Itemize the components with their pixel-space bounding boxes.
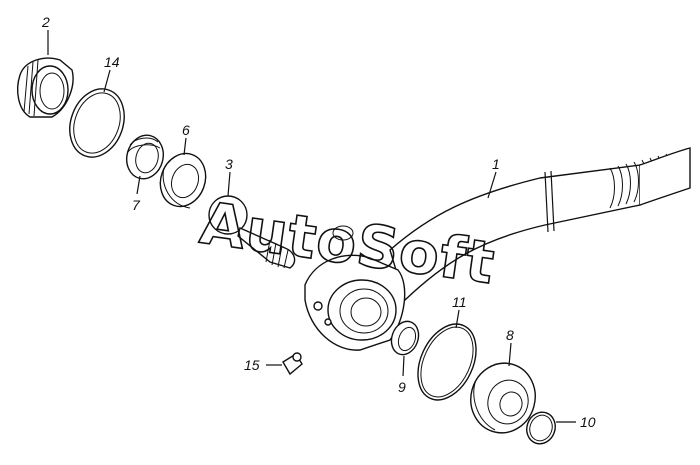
part-10-ring: [526, 411, 556, 445]
label-part-8: 8: [506, 327, 514, 343]
part-1-tube: [304, 147, 691, 351]
label-part-6: 6: [182, 122, 190, 138]
label-part-14: 14: [104, 54, 120, 70]
part-3-ball-pin: [208, 195, 296, 269]
label-part-2: 2: [41, 14, 50, 30]
part-7-spring: [126, 134, 164, 180]
label-part-9: 9: [398, 379, 406, 395]
part-9-small-ring: [390, 320, 420, 356]
label-part-11: 11: [452, 294, 467, 310]
part-11-o-ring: [417, 323, 477, 401]
label-part-3: 3: [225, 156, 233, 172]
label-part-10: 10: [580, 414, 596, 430]
label-part-1: 1: [492, 156, 500, 172]
part-15-grease-nipple: [282, 352, 303, 376]
part-14-ring: [69, 88, 125, 158]
part-8-cover: [470, 362, 536, 434]
label-part-15: 15: [244, 357, 260, 373]
part-2-nut: [17, 57, 74, 118]
label-part-7: 7: [132, 197, 141, 213]
part-6-bushing: [159, 152, 207, 209]
leader-lines: [47, 30, 576, 423]
